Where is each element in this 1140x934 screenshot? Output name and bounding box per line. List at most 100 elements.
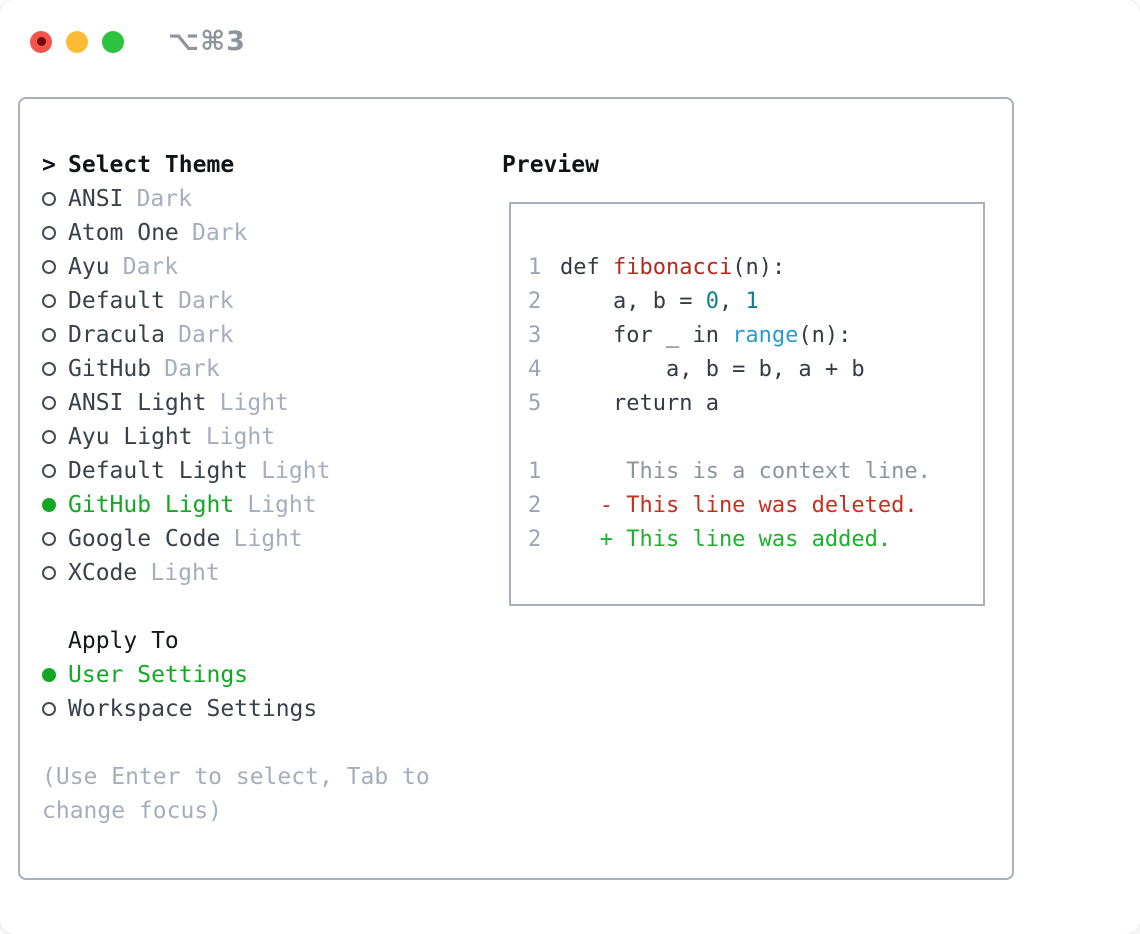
radio-circle-icon [42, 226, 56, 240]
radio-circle-icon [42, 192, 56, 206]
line-number: 2 [528, 527, 542, 552]
theme-option-label: GitHub [68, 356, 152, 382]
theme-option-default-light[interactable]: Default Light Light [42, 454, 430, 488]
theme-variant-tag: Light [261, 458, 331, 484]
code-token: return a [560, 391, 719, 416]
theme-variant-tag: Light [233, 526, 303, 552]
hint-line-1: (Use Enter to select, Tab to [42, 764, 430, 790]
close-dot-icon [36, 37, 46, 46]
theme-variant-tag: Dark [136, 186, 192, 212]
select-theme-header: > Select Theme [42, 148, 430, 182]
diff-text: This is a context line. [560, 459, 931, 484]
theme-variant-tag: Light [247, 492, 317, 518]
code-token: fibonacci [612, 255, 733, 280]
theme-option-github-light[interactable]: GitHub Light Light [42, 488, 430, 522]
radio-circle-icon [42, 566, 56, 580]
radio-marker [42, 284, 68, 318]
radio-circle-icon [42, 260, 56, 274]
theme-variant-tag: Dark [164, 356, 220, 382]
theme-option-label: Ayu [68, 254, 110, 280]
radio-circle-icon [42, 430, 56, 444]
radio-marker [42, 556, 68, 590]
radio-marker [42, 692, 68, 726]
close-button[interactable] [30, 30, 52, 53]
diff-sample: 1 This is a context line.2 - This line w… [528, 455, 983, 557]
theme-variant-tag: Light [205, 424, 276, 450]
code-token: , [718, 289, 746, 314]
radio-circle-icon [42, 362, 56, 376]
spacer [42, 590, 430, 624]
diff-text: - This line was deleted. [560, 493, 918, 518]
radio-circle-icon [42, 294, 56, 308]
minimize-button[interactable] [66, 30, 88, 53]
blank-code-line [528, 421, 983, 455]
theme-option-github[interactable]: GitHub Dark [42, 352, 430, 386]
theme-option-label: GitHub Light [68, 492, 235, 518]
radio-marker [42, 250, 68, 284]
diff-line-context: 1 This is a context line. [528, 455, 983, 489]
radio-marker [42, 182, 68, 216]
code-line: 4 a, b = b, a + b [528, 353, 983, 387]
radio-circle-icon [42, 464, 56, 478]
line-number: 2 [528, 289, 542, 314]
titlebar: ⌥⌘3 [30, 26, 246, 57]
apply-to-header: Apply To [42, 624, 430, 658]
line-number: 1 [528, 459, 542, 484]
code-token: (n): [732, 255, 786, 280]
theme-option-label: Default Light [68, 458, 249, 484]
apply-option-label: Workspace Settings [68, 696, 318, 722]
theme-variant-tag: Dark [122, 254, 179, 280]
line-number: 2 [528, 493, 542, 518]
theme-variant-tag: Dark [178, 288, 234, 314]
theme-option-label: Dracula [68, 322, 165, 348]
radio-marker [42, 318, 68, 352]
line-number: 3 [528, 323, 542, 348]
code-token: def [560, 255, 613, 280]
diff-line-deleted: 2 - This line was deleted. [528, 489, 983, 523]
code-token: for _ in [560, 323, 733, 348]
theme-option-atom-one[interactable]: Atom One Dark [42, 216, 430, 250]
radio-marker [42, 488, 68, 522]
theme-variant-tag: Dark [191, 220, 248, 246]
radio-circle-icon [42, 702, 56, 716]
radio-marker [42, 352, 68, 386]
theme-variant-tag: Light [150, 560, 220, 586]
radio-marker [42, 420, 68, 454]
code-line: 3 for _ in range(n): [528, 319, 983, 353]
apply-to-marker-space [42, 624, 68, 658]
apply-to-label: Apply To [68, 628, 179, 654]
theme-option-ayu-light[interactable]: Ayu Light Light [42, 420, 430, 454]
radio-circle-icon [42, 328, 56, 342]
theme-option-ayu[interactable]: Ayu Dark [42, 250, 430, 284]
theme-option-label: Atom One [68, 220, 179, 246]
code-line: 2 a, b = 0, 1 [528, 285, 983, 319]
theme-option-label: Google Code [68, 526, 221, 552]
code-token: a, b = [560, 289, 706, 314]
theme-option-google-code[interactable]: Google Code Light [42, 522, 430, 556]
theme-option-label: Ayu Light [68, 424, 193, 450]
radio-selected-icon [42, 498, 56, 512]
apply-option-workspace-settings[interactable]: Workspace Settings [42, 692, 430, 726]
apply-option-user-settings[interactable]: User Settings [42, 658, 430, 692]
radio-circle-icon [42, 396, 56, 410]
hint-line-2: change focus) [42, 798, 223, 824]
select-theme-header-label: Select Theme [68, 152, 235, 178]
apply-option-label: User Settings [68, 662, 249, 688]
radio-marker [42, 216, 68, 250]
diff-line-added: 2 + This line was added. [528, 523, 983, 557]
line-number: 4 [528, 357, 542, 382]
spacer [42, 726, 430, 760]
zoom-button[interactable] [102, 30, 124, 53]
